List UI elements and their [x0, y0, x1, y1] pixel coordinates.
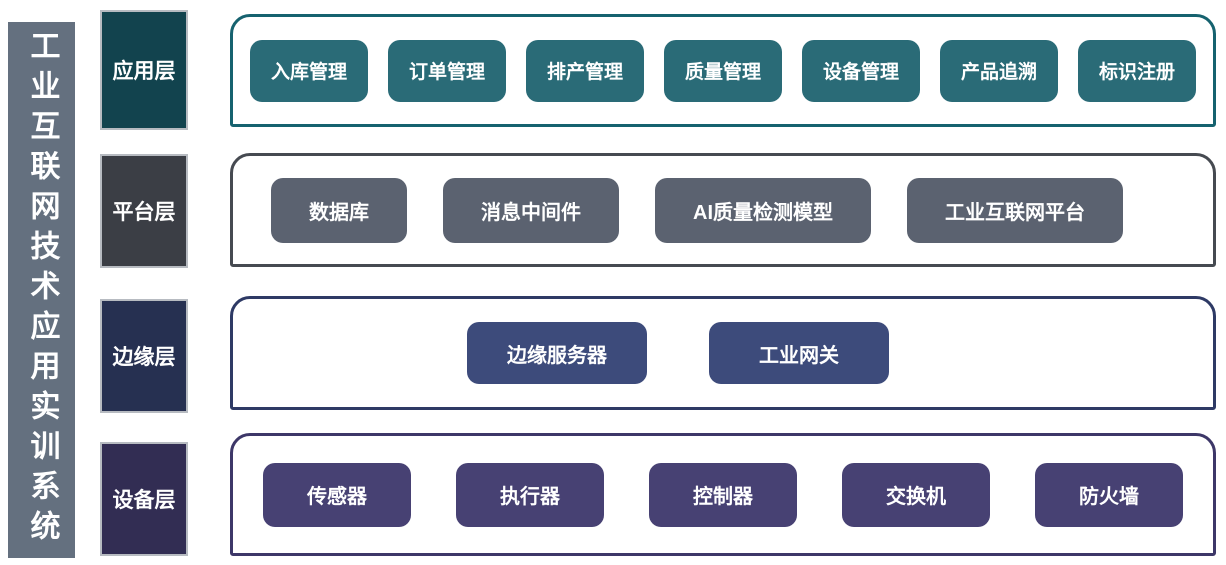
module-box-product-trace: 产品追溯 [940, 39, 1058, 102]
module-box-quality-mgmt: 质量管理 [664, 39, 782, 102]
module-box-order-mgmt: 订单管理 [388, 39, 506, 102]
module-box-id-registration: 标识注册 [1078, 39, 1196, 102]
layer-label-device: 设备层 [100, 442, 188, 556]
module-box-iiot-platform: 工业互联网平台 [907, 177, 1123, 243]
module-box-message-middleware: 消息中间件 [443, 177, 619, 243]
module-box-ai-quality-model: AI质量检测模型 [655, 177, 871, 243]
platform-layer-container: 数据库 消息中间件 AI质量检测模型 工业互联网平台 [230, 153, 1216, 267]
application-layer-container: 入库管理 订单管理 排产管理 质量管理 设备管理 产品追溯 标识注册 [230, 14, 1216, 127]
module-box-controller: 控制器 [649, 462, 797, 527]
module-box-edge-server: 边缘服务器 [467, 322, 647, 384]
module-box-warehouse-mgmt: 入库管理 [250, 39, 368, 102]
edge-layer-container: 边缘服务器 工业网关 [230, 296, 1216, 410]
module-box-industrial-gateway: 工业网关 [709, 322, 889, 384]
layer-label-edge: 边缘层 [100, 299, 188, 413]
module-box-actuator: 执行器 [456, 462, 604, 527]
module-box-database: 数据库 [271, 177, 407, 243]
layer-label-platform: 平台层 [100, 154, 188, 268]
system-title: 工业互联网技术应用实训系统 [25, 30, 59, 550]
module-box-equipment-mgmt: 设备管理 [802, 39, 920, 102]
module-box-scheduling-mgmt: 排产管理 [526, 39, 644, 102]
module-box-switch: 交换机 [842, 462, 990, 527]
system-title-bar: 工业互联网技术应用实训系统 [8, 22, 75, 558]
module-box-firewall: 防火墙 [1035, 462, 1183, 527]
device-layer-container: 传感器 执行器 控制器 交换机 防火墙 [230, 433, 1216, 556]
layer-label-application: 应用层 [100, 10, 188, 130]
module-box-sensor: 传感器 [263, 462, 411, 527]
